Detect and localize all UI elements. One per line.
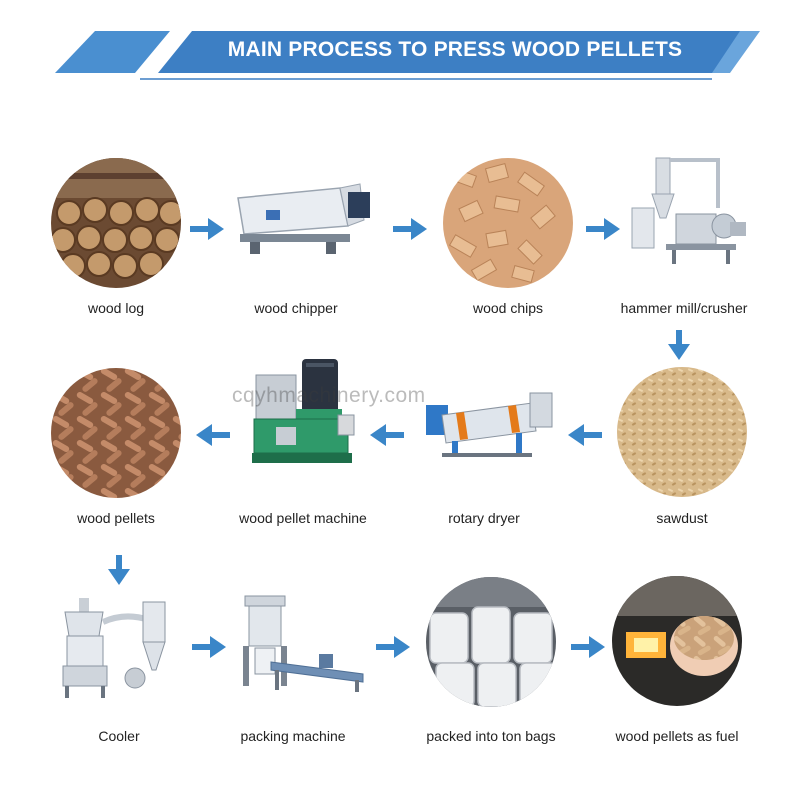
step-label-hammer-mill: hammer mill/crusher <box>620 300 748 316</box>
arrow-left-icon <box>568 424 602 446</box>
ton-bags-icon <box>426 577 556 707</box>
arrow-right-icon <box>586 218 620 240</box>
packing-machine-icon <box>243 595 364 692</box>
rotary-dryer-icon <box>426 392 553 457</box>
step-label-wood-log: wood log <box>87 300 145 316</box>
step-label-cooler: Cooler <box>98 728 140 744</box>
header-banner <box>55 31 760 80</box>
arrow-right-icon <box>376 636 410 658</box>
step-label-wood-chips: wood chips <box>472 300 544 316</box>
arrow-down-icon <box>108 555 130 585</box>
arrow-down-icon <box>668 330 690 360</box>
step-label-pellet-machine: wood pellet machine <box>239 510 367 526</box>
arrow-left-icon <box>196 424 230 446</box>
cooler-icon <box>62 598 166 698</box>
page-title: MAIN PROCESS TO PRESS WOOD PELLETS <box>227 38 683 61</box>
pellet-machine-icon <box>252 359 355 463</box>
watermark: cqyhmachinery.com <box>232 384 426 407</box>
step-label-ton-bags: packed into ton bags <box>426 728 556 744</box>
arrow-right-icon <box>571 636 605 658</box>
arrow-right-icon <box>393 218 427 240</box>
wood-pellets-icon <box>51 368 181 498</box>
step-label-rotary-dryer: rotary dryer <box>448 510 520 526</box>
step-label-sawdust: sawdust <box>656 510 708 526</box>
arrow-right-icon <box>190 218 224 240</box>
pellets-fuel-icon <box>612 576 742 706</box>
wood-chipper-icon <box>237 183 370 254</box>
wood-chips-icon <box>443 158 573 288</box>
step-label-wood-pellets: wood pellets <box>77 510 155 526</box>
wood-log-icon <box>51 158 181 288</box>
arrow-right-icon <box>192 636 226 658</box>
step-label-pellets-fuel: wood pellets as fuel <box>615 728 739 744</box>
hammer-mill-icon <box>631 157 746 264</box>
step-label-wood-chipper: wood chipper <box>254 300 338 316</box>
arrow-left-icon <box>370 424 404 446</box>
step-label-packing-machine: packing machine <box>240 728 346 744</box>
sawdust-icon <box>617 367 747 497</box>
